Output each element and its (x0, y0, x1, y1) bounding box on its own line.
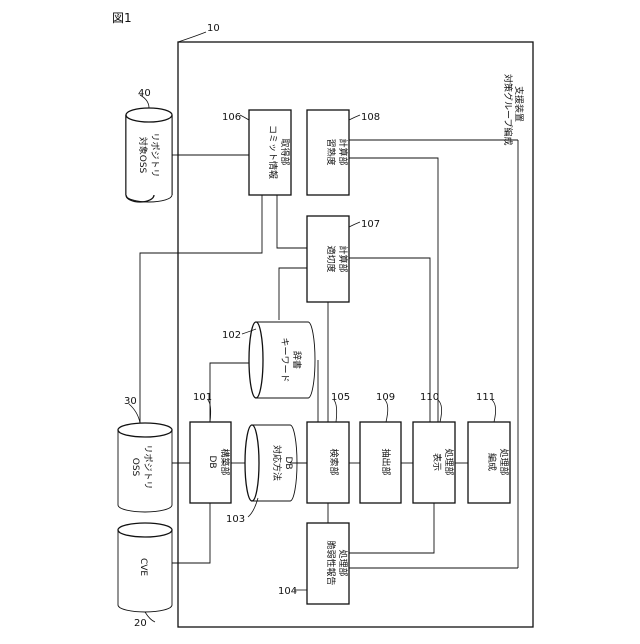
svg-text:適切度: 適切度 (325, 245, 337, 272)
device-number: 10 (207, 23, 220, 34)
device-title-line2: 支援装置 (513, 86, 525, 122)
svg-text:OSS: OSS (130, 458, 140, 477)
svg-text:リポジトリ: リポジトリ (149, 132, 160, 177)
db-build-number: 101 (193, 392, 212, 403)
svg-text:脆弱性報告: 脆弱性報告 (325, 540, 337, 585)
svg-text:構築部: 構築部 (219, 448, 231, 475)
oss-repository: OSS リポジトリ 30 (118, 396, 172, 512)
countermeasure-db-number: 103 (226, 514, 245, 525)
svg-text:表示: 表示 (431, 453, 443, 471)
commit-info-number: 106 (222, 112, 241, 123)
device-number-leader (178, 32, 206, 42)
svg-text:取得部: 取得部 (279, 138, 291, 165)
svg-text:DB: DB (283, 456, 293, 469)
svg-text:コミット情報: コミット情報 (267, 125, 279, 179)
extract-number: 109 (376, 392, 395, 403)
svg-text:対応方法: 対応方法 (271, 445, 283, 481)
cve-database: CVE 20 (118, 523, 172, 629)
device-title-line1: 対策グループ編成 (502, 74, 514, 145)
svg-text:CVE: CVE (138, 558, 148, 576)
suitability-number: 107 (361, 219, 380, 230)
figure-label: 図1 (112, 11, 132, 25)
svg-text:編成: 編成 (486, 453, 498, 471)
svg-text:抽出部: 抽出部 (380, 448, 392, 475)
organize-number: 111 (476, 392, 495, 403)
cve-number: 20 (134, 618, 147, 629)
cve-label: CVE (138, 558, 148, 576)
display-number: 110 (420, 392, 439, 403)
svg-text:処理部: 処理部 (337, 549, 349, 576)
svg-text:処理部: 処理部 (498, 448, 510, 475)
svg-text:検索部: 検索部 (328, 448, 340, 475)
svg-text:計算部: 計算部 (337, 245, 349, 272)
keyword-dictionary-number: 102 (222, 330, 241, 341)
target-oss-repository: 対象OSS リポジトリ 40 (126, 88, 172, 202)
svg-text:リポジトリ: リポジトリ (142, 444, 153, 489)
svg-text:処理部: 処理部 (443, 448, 455, 475)
svg-text:対象OSS: 対象OSS (137, 137, 149, 174)
search-number: 105 (331, 392, 350, 403)
svg-text:計算部: 計算部 (337, 138, 349, 165)
oss-repository-number: 30 (124, 396, 137, 407)
svg-text:DB: DB (207, 455, 217, 468)
svg-text:辞書: 辞書 (291, 351, 303, 369)
svg-text:キーワード: キーワード (279, 337, 289, 382)
target-oss-repository-number: 40 (138, 88, 151, 99)
vulnerability-report-number: 104 (278, 586, 297, 597)
familiarity-number: 108 (361, 112, 380, 123)
svg-text:習熟度: 習熟度 (325, 138, 337, 165)
